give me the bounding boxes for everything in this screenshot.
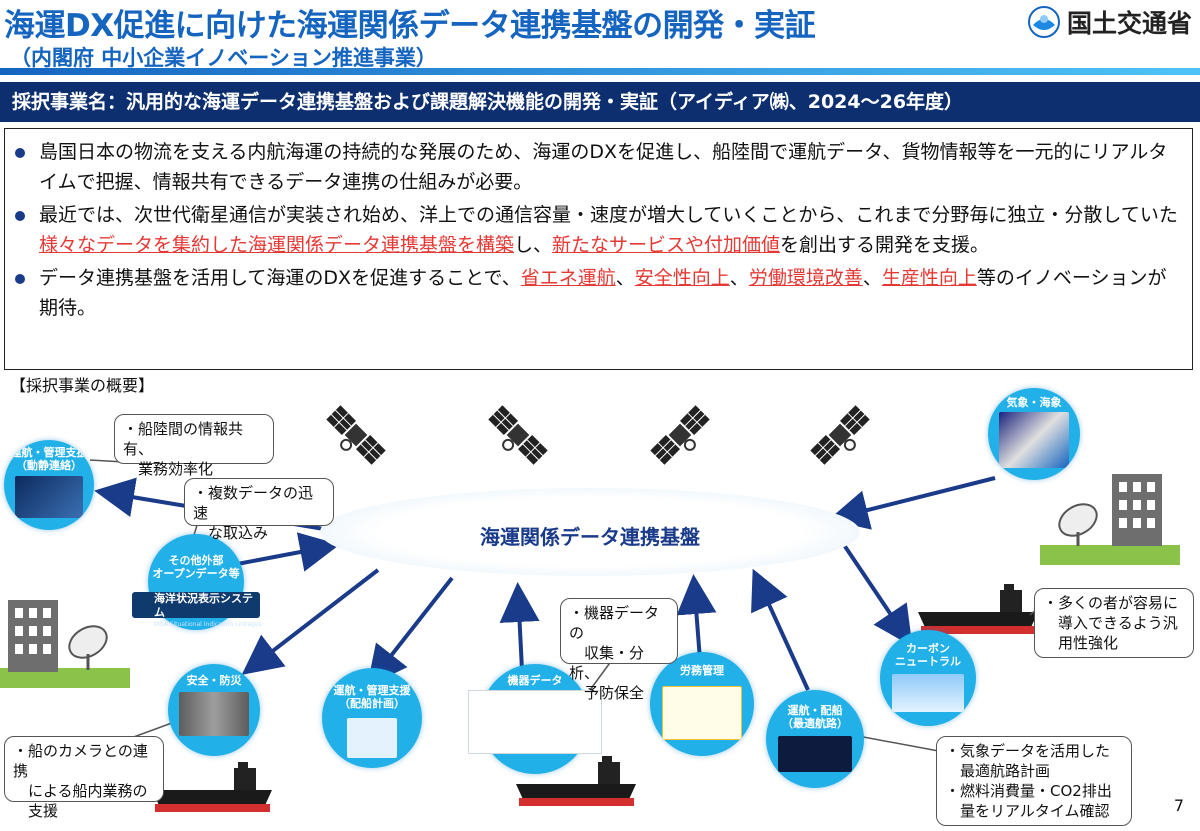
msil-badge: 海洋状況表示システム MDA Situational Indication Li… [132,592,262,628]
summary-box: 島国日本の物流を支える内航海運の持続的な発展のため、海運のDXを促進し、船陸間で… [4,128,1193,370]
ministry-logo: 国土交通省 [1027,4,1192,40]
node-allocation: 運航・管理支援 （配船計画） [322,668,422,768]
separator: 、 [862,267,882,289]
flow-arrows [94,476,996,691]
callout-info-sharing: ・船陸間の情報共有、 業務効率化 [114,414,274,478]
mlit-emblem-icon [1027,6,1060,38]
project-banner: 採択事業名：汎用的な海運データ連携基盤および課題解決機能の開発・実証（アイディア… [0,82,1200,122]
overview-label: 【採択事業の概要】 [10,376,155,395]
map-thumbnail [14,476,84,518]
highlight-new-services: 新たなサービスや付加価値 [552,234,781,256]
route-map-thumbnail [777,736,853,772]
callout-equipment-data: ・機器データの 収集・分析、 予防保全 [560,598,678,702]
separator: 、 [615,267,635,289]
land-strip [0,668,130,688]
node-label: 気象・海象 [1006,396,1062,409]
person-illustration [347,718,397,758]
equipment-dashboard-thumbnail [468,690,602,754]
building-icon [1112,474,1162,546]
satellite-icon [480,404,549,473]
highlight-labor: 労働環境改善 [748,267,863,289]
node-label: 運航・管理支援 （動静連絡） [10,446,88,472]
wind-turbine-thumbnail [891,674,965,712]
highlight-safety: 安全性向上 [634,267,730,289]
satellite-icon [318,404,387,473]
summary-bullet-1: 島国日本の物流を支える内航海運の持続的な発展のため、海運のDXを促進し、船陸間で… [15,137,1182,197]
node-labor: 労務管理 [650,652,754,756]
bullet-3-end: 等のイノベーションが期待。 [39,267,1167,319]
weather-map-thumbnail [999,412,1069,468]
bullet-2-mid: し、 [514,234,553,256]
page-number: 7 [1173,796,1184,815]
schedule-thumbnail [662,686,742,740]
node-label: カーボン ニュートラル [895,642,961,668]
callout-versatility: ・多くの者が容易に 導入できるよう汎 用性強化 [1034,588,1194,658]
land-strip [1040,545,1180,565]
page-subtitle: （内閣府 中小企業イノベーション推進事業） [10,46,437,70]
node-operation-support: 運航・管理支援 （動静連絡） [4,440,94,530]
callout-fuel-text: ・燃料消費量・CO2排出 量をリアルタイム確認 [945,782,1112,820]
node-route: 運航・配船 （最適航路） [766,690,864,788]
highlight-data-platform: 様々なデータを集約した海運関係データ連携基盤を構築 [39,234,515,256]
callout-camera-support: ・船のカメラとの連携 による船内業務の 支援 [4,736,164,820]
callout-route-text: ・気象データを活用した 最適航路計画 [945,742,1111,780]
separator: 、 [729,267,749,289]
satellite-icon [809,404,878,473]
antenna-icon [1058,503,1098,546]
node-label: 機器データ [507,674,563,687]
bullet-2-text: 最近では、次世代衛星通信が実装され始め、洋上での通信容量・速度が増大していくこと… [39,204,1178,226]
satellite-icon [649,404,718,473]
building-icon [8,600,58,672]
msil-title: 海洋状況表示システム [154,592,253,619]
callout-route-fuel: ・気象データを活用した 最適航路計画 ・燃料消費量・CO2排出 量をリアルタイム… [936,736,1132,826]
node-carbon: カーボン ニュートラル [880,630,976,726]
node-safety: 安全・防災 [168,664,260,756]
node-label: 運航・管理支援 （配船計画） [333,684,411,710]
page-title: 海運DX促進に向けた海運関係データ連携基盤の開発・実証 [4,8,816,44]
highlight-productivity: 生産性向上 [881,267,977,289]
title-underline [0,68,1200,75]
ministry-name: 国土交通省 [1066,9,1192,38]
node-label: 運航・配船 （最適航路） [782,704,848,730]
summary-bullet-2: 最近では、次世代衛星通信が実装され始め、洋上での通信容量・速度が増大していくこと… [15,200,1182,260]
ship-icon [152,762,272,812]
msil-subtitle: MDA Situational Indication Linkages [154,621,262,628]
hub-ellipse [320,488,860,576]
bullet-3-text: データ連携基盤を活用して海運のDXを促進することで、 [39,267,521,289]
summary-bullet-3: データ連携基盤を活用して海運のDXを促進することで、省エネ運航、安全性向上、労働… [15,263,1182,323]
camera-feed-thumbnail [179,692,249,736]
node-label: 安全・防災 [186,674,242,687]
ship-icon [918,584,1038,634]
hub-label: 海運関係データ連携基盤 [480,525,700,549]
node-label: その他外部 オープンデータ等 [152,554,240,580]
antenna-icon [68,625,108,670]
node-label: 労務管理 [680,664,724,677]
node-weather: 気象・海象 [988,388,1080,480]
callout-data-intake: ・複数データの迅速 な取込み [184,478,334,542]
bullet-2-end: を創出する開発を支援。 [780,234,990,256]
highlight-energy-saving: 省エネ運航 [520,267,616,289]
